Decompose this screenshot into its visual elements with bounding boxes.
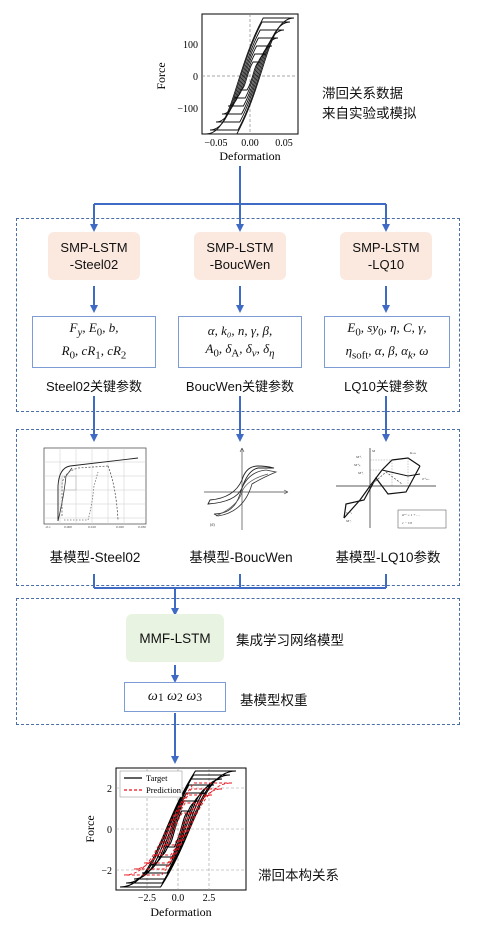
legend-target-label: Target: [146, 773, 168, 783]
hysteresis-loop: [133, 788, 223, 870]
ensemble-group-box: [16, 598, 460, 725]
steel02-params-caption: Steel02关键参数: [45, 379, 143, 394]
svg-text:δᵖ⁺ = 1 + …: δᵖ⁺ = 1 + …: [402, 513, 420, 517]
hysteresis-loop: [125, 774, 231, 884]
svg-text:0.010: 0.010: [88, 525, 96, 529]
svg-text:Kₛₜₙ: Kₛₜₙ: [409, 451, 417, 455]
bottom-hysteresis-plot: Target Prediction 2 0 −2 −2.5 0.0 2.5 Fo…: [84, 767, 247, 919]
svg-text:M⁻ᵧ: M⁻ᵧ: [345, 519, 352, 523]
bottom-description: 滞回本构关系: [258, 868, 339, 883]
svg-text:0.030: 0.030: [138, 525, 146, 529]
steel02-base-model-figure: -0.1 0.000 0.010 0.020 0.030: [43, 447, 147, 529]
bottom-xtick: 2.5: [203, 893, 216, 904]
svg-text:M⁺ᵤ: M⁺ᵤ: [355, 455, 362, 459]
svg-text:0.000: 0.000: [64, 525, 72, 529]
bottom-xlabel: Deformation: [150, 905, 211, 919]
steel02-params-box: Fy, E0, b, R0, cR1, cR2: [32, 316, 156, 368]
svg-text:M⁺ᵧ: M⁺ᵧ: [357, 471, 364, 475]
svg-text:θ⁺ₘₐₓ: θ⁺ₘₐₓ: [422, 477, 430, 481]
smp-lstm-lq10-box: SMP-LSTM -LQ10: [340, 232, 432, 280]
smp-lstm-boucwen-box: SMP-LSTM -BoucWen: [194, 232, 286, 280]
hysteresis-loop: [123, 782, 233, 876]
svg-text:(d): (d): [210, 522, 215, 527]
hysteresis-loop: [141, 784, 215, 874]
top-ytick: 100: [183, 40, 198, 51]
top-xtick: 0.00: [241, 138, 259, 149]
svg-text:1 − Cθ: 1 − Cθ: [402, 521, 412, 525]
hysteresis-loop: [215, 29, 285, 123]
steel02-base-caption: 基模型-Steel02: [49, 550, 141, 565]
mmf-lstm-box: MMF-LSTM: [126, 614, 224, 662]
boucwen-base-caption: 基模型-BoucWen: [189, 550, 293, 565]
hysteresis-loop: [205, 17, 295, 135]
svg-text:M⁻ₛ: M⁻ₛ: [345, 511, 353, 515]
legend: [119, 770, 183, 798]
bottom-ytick: 0: [107, 825, 112, 836]
smp-lstm-steel02-box: SMP-LSTM -Steel02: [48, 232, 140, 280]
lq10-base-caption: 基模型-LQ10参数: [335, 550, 441, 565]
boucwen-base-model-figure: (d): [204, 447, 289, 530]
hysteresis-loop: [143, 794, 213, 864]
bottom-ylabel: Force: [84, 815, 97, 842]
legend-prediction-label: Prediction: [146, 785, 182, 795]
lq10-params-box: E0, sy0, η, C, γ, ηsoft, α, β, αk, ω: [324, 316, 450, 368]
bottom-xtick: −2.5: [138, 893, 156, 904]
top-xtick: 0.05: [275, 138, 293, 149]
svg-text:0.020: 0.020: [116, 525, 124, 529]
top-ylabel: Force: [154, 62, 168, 89]
top-xtick: −0.05: [204, 138, 227, 149]
submodel-group-box: [16, 218, 460, 412]
top-xlabel: Deformation: [219, 149, 280, 163]
mmf-description: 集成学习网络模型: [236, 633, 344, 648]
hysteresis-loop: [221, 37, 279, 115]
top-hysteresis-plot: 100 0 −100 −0.05 0.00 0.05 Force Deforma…: [154, 13, 299, 163]
base-model-group-box: [16, 429, 460, 586]
bottom-ytick: 2: [107, 784, 112, 795]
bottom-ytick: −2: [101, 866, 112, 877]
boucwen-params-caption: BoucWen关键参数: [185, 379, 295, 394]
boucwen-params-box: α, k₀, n, γ, β, A0, δA, δν, δη: [178, 316, 302, 368]
bottom-xtick: 0.0: [172, 893, 185, 904]
hysteresis-loop: [227, 45, 273, 107]
top-description: 滞回关系数据 来自实验或模拟: [322, 86, 417, 121]
lq10-params-caption: LQ10关键参数: [344, 379, 428, 394]
top-hysteresis-curves: [205, 17, 295, 135]
svg-text:M⁺ₚ: M⁺ₚ: [353, 463, 361, 467]
hysteresis-loop: [209, 21, 291, 131]
prediction-curves: [123, 782, 233, 876]
svg-text:M: M: [371, 449, 376, 453]
top-ytick: 0: [193, 72, 198, 83]
weights-description: 基模型权重: [240, 693, 308, 708]
top-ytick: −100: [177, 104, 198, 115]
svg-text:-0.1: -0.1: [45, 525, 51, 529]
